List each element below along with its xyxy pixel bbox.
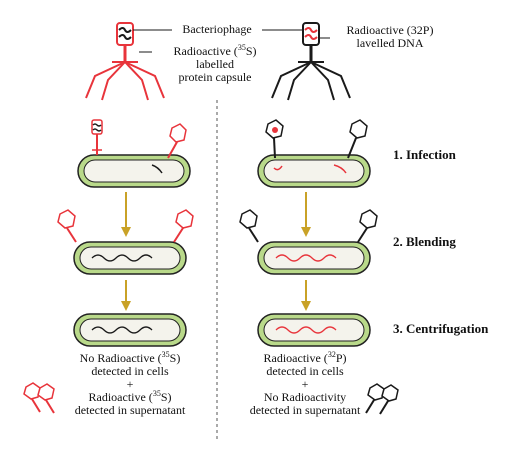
result-left-line1-pre: No Radioactive ( (79, 351, 162, 365)
result-left-line1-post: S) (169, 351, 181, 365)
cell-centrifugation-right (257, 313, 371, 347)
step-infection-label: 1. Infection (393, 147, 456, 162)
empty-capsid-right-1-icon (239, 209, 259, 243)
result-left-line2: detected in cells (91, 364, 169, 378)
cell-infection-right (257, 154, 371, 188)
dna-label-line2: lavelled DNA (356, 36, 424, 50)
protein-label-line2: labelled (196, 57, 234, 71)
empty-capsid-left-2-icon (173, 209, 194, 243)
result-left-line3-post: S) (160, 390, 172, 404)
protein-label-line3: protein capsule (178, 70, 252, 84)
supernatant-capsids-right-icon (365, 383, 399, 415)
result-right-line1-sup: 32 (327, 350, 336, 359)
cell-infection-left (77, 154, 191, 188)
result-right-line1-post: P) (335, 351, 347, 365)
protein-capsule-label: Radioactive (35S) labelled protein capsu… (150, 43, 280, 84)
step-blending-label: 2. Blending (393, 234, 456, 249)
protein-label-line1-pre: Radioactive ( (173, 44, 238, 58)
cell-blending-right (257, 241, 371, 275)
phage-dna-labelled-icon (271, 22, 351, 101)
empty-capsid-right-2-icon (357, 209, 378, 243)
cell-blending-left (73, 241, 187, 275)
result-left-line3-sup: 35 (152, 389, 161, 398)
cell-centrifugation-left (73, 313, 187, 347)
protein-label-line1-sup: 35 (237, 43, 246, 52)
phage-protein-labelled-icon (85, 22, 165, 101)
result-right-line4: detected in supernatant (249, 403, 361, 417)
result-right: Radioactive (32P) detected in cells + No… (230, 350, 380, 417)
phage-attached-left-1-icon (91, 119, 103, 155)
dna-label-line1: Radioactive (32P) (346, 23, 434, 37)
result-left-plus: + (126, 377, 134, 391)
result-left-line4: detected in supernatant (74, 403, 186, 417)
empty-capsid-left-1-icon (57, 209, 77, 243)
result-left-line1-sup: 35 (161, 350, 170, 359)
supernatant-capsids-left-icon (23, 382, 55, 414)
phage-attached-right-1-icon (265, 119, 284, 159)
dna-label: Radioactive (32P) lavelled DNA (330, 24, 450, 50)
result-right-line3: No Radioactivity (263, 390, 347, 404)
result-left: No Radioactive (35S) detected in cells +… (50, 350, 210, 417)
result-right-line1-pre: Radioactive ( (263, 351, 328, 365)
result-right-line2: detected in cells (266, 364, 344, 378)
step-centrifugation-label: 3. Centrifugation (393, 321, 489, 336)
result-left-line3-pre: Radioactive ( (88, 390, 153, 404)
result-right-plus: + (301, 377, 309, 391)
bacteriophage-label: Bacteriophage (182, 22, 252, 36)
phage-attached-right-2-icon (347, 119, 368, 159)
phage-attached-left-2-icon (167, 123, 187, 159)
protein-label-line1-post: S) (245, 44, 257, 58)
